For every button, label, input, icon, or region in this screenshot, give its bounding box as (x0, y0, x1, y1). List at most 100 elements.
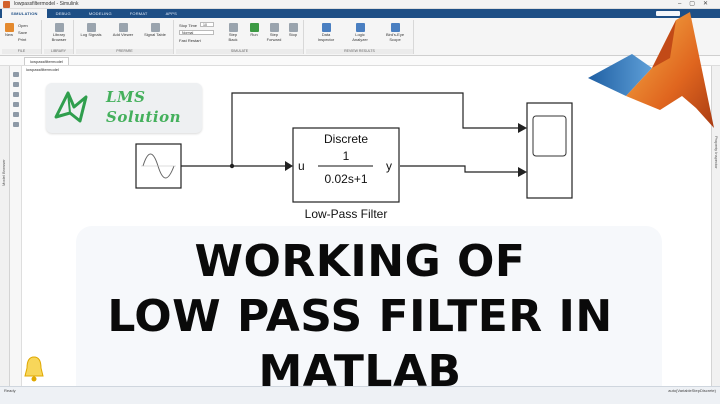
status-bar: Ready auto(VariableStepDiscrete) (0, 386, 720, 404)
area-icon[interactable] (13, 122, 19, 127)
fast-restart-toggle[interactable]: Fast Restart (179, 38, 201, 43)
log-signals-icon (86, 23, 96, 32)
filter-denominator: 0.02s+1 (324, 172, 368, 186)
tab-modeling[interactable]: MODELING (88, 11, 112, 16)
logic-analyzer-icon (355, 23, 365, 32)
arrow-icon[interactable] (13, 92, 19, 97)
simulate-group-label: SIMULATE (176, 49, 303, 54)
step-back-icon (228, 23, 238, 32)
birds-eye-scope-icon (390, 23, 400, 32)
run-label: Run (250, 32, 258, 37)
status-text: Ready (4, 388, 16, 393)
model-document-tab[interactable]: lowpassfiltermodel (24, 57, 69, 65)
scope-block[interactable] (526, 102, 573, 199)
tab-apps[interactable]: APPS (165, 11, 178, 16)
filter-title: Discrete (323, 132, 368, 146)
fit-view-icon[interactable] (13, 82, 19, 87)
birds-eye-scope-button[interactable]: Bird's-Eye Scope (382, 23, 408, 42)
data-inspector-label: Data Inspector (317, 32, 335, 42)
window-title-bar: lowpassfiltermodel - Simulink –▢✕ (0, 0, 720, 9)
stop-button[interactable]: Stop (286, 23, 300, 38)
new-label: New (4, 32, 13, 37)
image-icon[interactable] (13, 112, 19, 117)
bell-icon[interactable] (22, 354, 46, 384)
step-back-label: Step Back (228, 32, 238, 42)
step-forward-icon (269, 23, 279, 32)
library-browser-button[interactable]: Library Browser (47, 23, 71, 42)
headline-line-2: LOW PASS FILTER IN (107, 291, 613, 342)
step-forward-button[interactable]: Step Forward (264, 23, 284, 42)
window-title: lowpassfiltermodel - Simulink (14, 1, 79, 7)
add-viewer-icon (118, 23, 128, 32)
sine-wave-block[interactable] (135, 143, 182, 189)
logic-analyzer-label: Logic Analyzer (352, 32, 368, 42)
input-port-label: u (298, 159, 305, 173)
simulink-app-icon (3, 1, 10, 8)
simulation-mode-select[interactable]: Normal (179, 30, 214, 35)
lms-logo-icon (54, 91, 88, 123)
step-back-button[interactable]: Step Back (224, 23, 242, 42)
toolstrip: New Open Save Print FILE Library Browser… (0, 18, 720, 56)
file-group-label: FILE (2, 49, 41, 54)
save-button[interactable]: Save (18, 30, 28, 35)
run-button[interactable]: Run (246, 23, 262, 38)
library-browser-label: Library Browser (51, 32, 67, 42)
data-inspector-icon (321, 23, 331, 32)
arrow-into-scope-1 (518, 123, 527, 133)
file-group: New Open Save Print FILE (2, 20, 42, 54)
search-field[interactable] (656, 11, 680, 16)
output-port-label: y (386, 159, 392, 173)
branch-point (229, 163, 235, 169)
library-group: Library Browser LIBRARY (44, 20, 74, 54)
prepare-group: Log Signals Add Viewer Signal Table PREP… (76, 20, 174, 54)
log-signals-button[interactable]: Log Signals (80, 23, 102, 38)
birds-eye-scope-label: Bird's-Eye Scope (385, 32, 405, 42)
signal-table-button[interactable]: Signal Table (144, 23, 166, 38)
prepare-group-label: PREPARE (76, 49, 173, 54)
add-viewer-label: Add Viewer (112, 32, 134, 37)
signal-table-icon (150, 23, 160, 32)
zoom-in-icon[interactable] (13, 72, 19, 77)
low-pass-filter-block[interactable] (292, 127, 400, 203)
new-icon (4, 23, 14, 32)
matlab-logo (588, 12, 714, 128)
headline-line-1: WORKING OF (194, 236, 526, 287)
add-viewer-button[interactable]: Add Viewer (112, 23, 134, 38)
arrow-into-filter (285, 161, 293, 171)
simulate-group: Stop Time 10 Normal Fast Restart Step Ba… (176, 20, 304, 54)
tab-simulation[interactable]: SIMULATION (2, 9, 47, 18)
stop-label: Stop (288, 32, 298, 37)
new-button[interactable]: New (4, 23, 14, 38)
tab-format[interactable]: FORMAT (129, 11, 148, 16)
badge-line-1: LMS (106, 88, 146, 106)
run-icon (249, 23, 259, 32)
logic-analyzer-button[interactable]: Logic Analyzer (348, 23, 372, 42)
arrow-into-scope-2 (518, 167, 527, 177)
data-inspector-button[interactable]: Data Inspector (314, 23, 338, 42)
stop-icon (288, 23, 298, 32)
canvas-left-toolbar (10, 66, 22, 386)
model-browser-strip[interactable]: Model Browser (0, 66, 10, 386)
filter-numerator: 1 (342, 149, 350, 163)
filter-caption: Low-Pass Filter (304, 207, 388, 221)
annotation-icon[interactable] (13, 102, 19, 107)
step-forward-label: Step Forward (266, 32, 282, 42)
breadcrumb[interactable]: lowpassfiltermodel (26, 67, 59, 72)
ribbon-tab-bar: SIMULATION DEBUG MODELING FORMAT APPS (0, 9, 720, 18)
signal-table-label: Signal Table (144, 32, 166, 37)
lms-solution-badge: LMS Solution (46, 83, 202, 133)
stop-time-label: Stop Time (179, 23, 198, 28)
review-results-group-label: REVIEW RESULTS (306, 49, 413, 54)
tab-debug[interactable]: DEBUG (55, 11, 71, 16)
log-signals-label: Log Signals (80, 32, 102, 37)
library-icon (54, 23, 64, 32)
property-inspector-strip[interactable]: Property Inspector (711, 66, 720, 386)
solver-status[interactable]: auto(VariableStepDiscrete) (668, 388, 716, 393)
print-button[interactable]: Print (18, 37, 27, 42)
headline-panel (76, 226, 662, 404)
window-controls[interactable]: –▢✕ (677, 1, 716, 7)
open-button[interactable]: Open (18, 23, 28, 28)
stop-time-input[interactable]: 10 (200, 22, 214, 27)
document-tab-row: lowpassfiltermodel (0, 56, 720, 66)
